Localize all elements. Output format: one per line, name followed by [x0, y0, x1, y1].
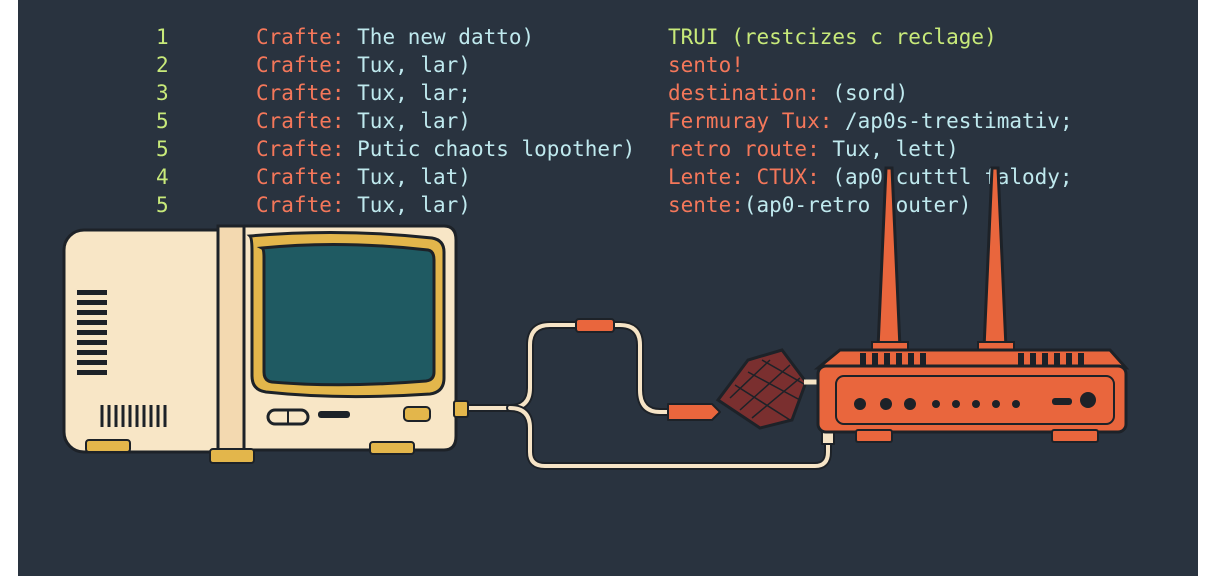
line-number: 5	[156, 109, 169, 133]
code-text: Tux, lar;	[344, 81, 471, 105]
code-keyword: Crafte:	[256, 81, 345, 105]
code-text: Putic chaots lopother)	[344, 137, 636, 161]
code-line-right: TRUI (restcizes c reclage)	[668, 23, 997, 51]
code-statement: Crafte: Tux, lar)	[256, 191, 471, 219]
code-keyword: Crafte:	[256, 137, 345, 161]
code-text: Tux, lar)	[344, 109, 471, 133]
code-statement: Crafte: Tux, lar;	[256, 79, 471, 107]
code-label: TRUI (restcizes c reclage)	[668, 25, 997, 49]
code-label: sento!	[668, 53, 744, 77]
code-label: Lente: CTUX:	[668, 165, 820, 189]
retro-router	[813, 166, 1130, 443]
line-number: 3	[156, 81, 169, 105]
line-number: 1	[156, 25, 169, 49]
code-label: sente:	[668, 193, 744, 217]
code-text: Tux, lar)	[344, 193, 471, 217]
code-label: destination:	[668, 81, 820, 105]
code-label: retro route:	[668, 137, 820, 161]
code-statement: Crafte: The new datto)	[256, 23, 534, 51]
lower-vent	[100, 405, 167, 427]
code-label: Fermuray Tux:	[668, 109, 833, 133]
code-text: /ap0s-trestimativ;	[832, 109, 1073, 133]
ferrite-core	[715, 348, 820, 430]
code-keyword: Crafte:	[256, 109, 345, 133]
code-statement: Crafte: Putic chaots lopother)	[256, 135, 635, 163]
code-line-right: sente:(ap0-retro router)	[668, 191, 971, 219]
router-antenna-left	[876, 166, 902, 350]
code-line-right: sento!	[668, 51, 744, 79]
code-text: Tux, lat)	[344, 165, 471, 189]
code-keyword: Crafte:	[256, 53, 345, 77]
code-text: (ap0-retro router)	[743, 193, 972, 217]
code-text: Tux, lar)	[344, 53, 471, 77]
router-status-lights	[854, 392, 1096, 410]
code-text: The new datto)	[344, 25, 535, 49]
code-line-right: destination: (sord)	[668, 79, 908, 107]
cable	[462, 318, 835, 470]
router-antenna-right	[982, 166, 1008, 350]
line-number: 5	[156, 137, 169, 161]
code-keyword: Crafte:	[256, 25, 345, 49]
code-keyword: Crafte:	[256, 165, 345, 189]
vent-grille	[77, 290, 107, 375]
code-line-right: Fermuray Tux: /ap0s-trestimativ;	[668, 107, 1073, 135]
code-statement: Crafte: Tux, lat)	[256, 163, 471, 191]
code-keyword: Crafte:	[256, 193, 345, 217]
line-number: 2	[156, 53, 169, 77]
code-statement: Crafte: Tux, lar)	[256, 107, 471, 135]
code-line-right: retro route: Tux, lett)	[668, 135, 959, 163]
line-number: 5	[156, 193, 169, 217]
code-text: Tux, lett)	[819, 137, 959, 161]
line-number: 4	[156, 165, 169, 189]
code-statement: Crafte: Tux, lar)	[256, 51, 471, 79]
code-text: (sord)	[819, 81, 909, 105]
crt-monitor	[62, 224, 469, 464]
